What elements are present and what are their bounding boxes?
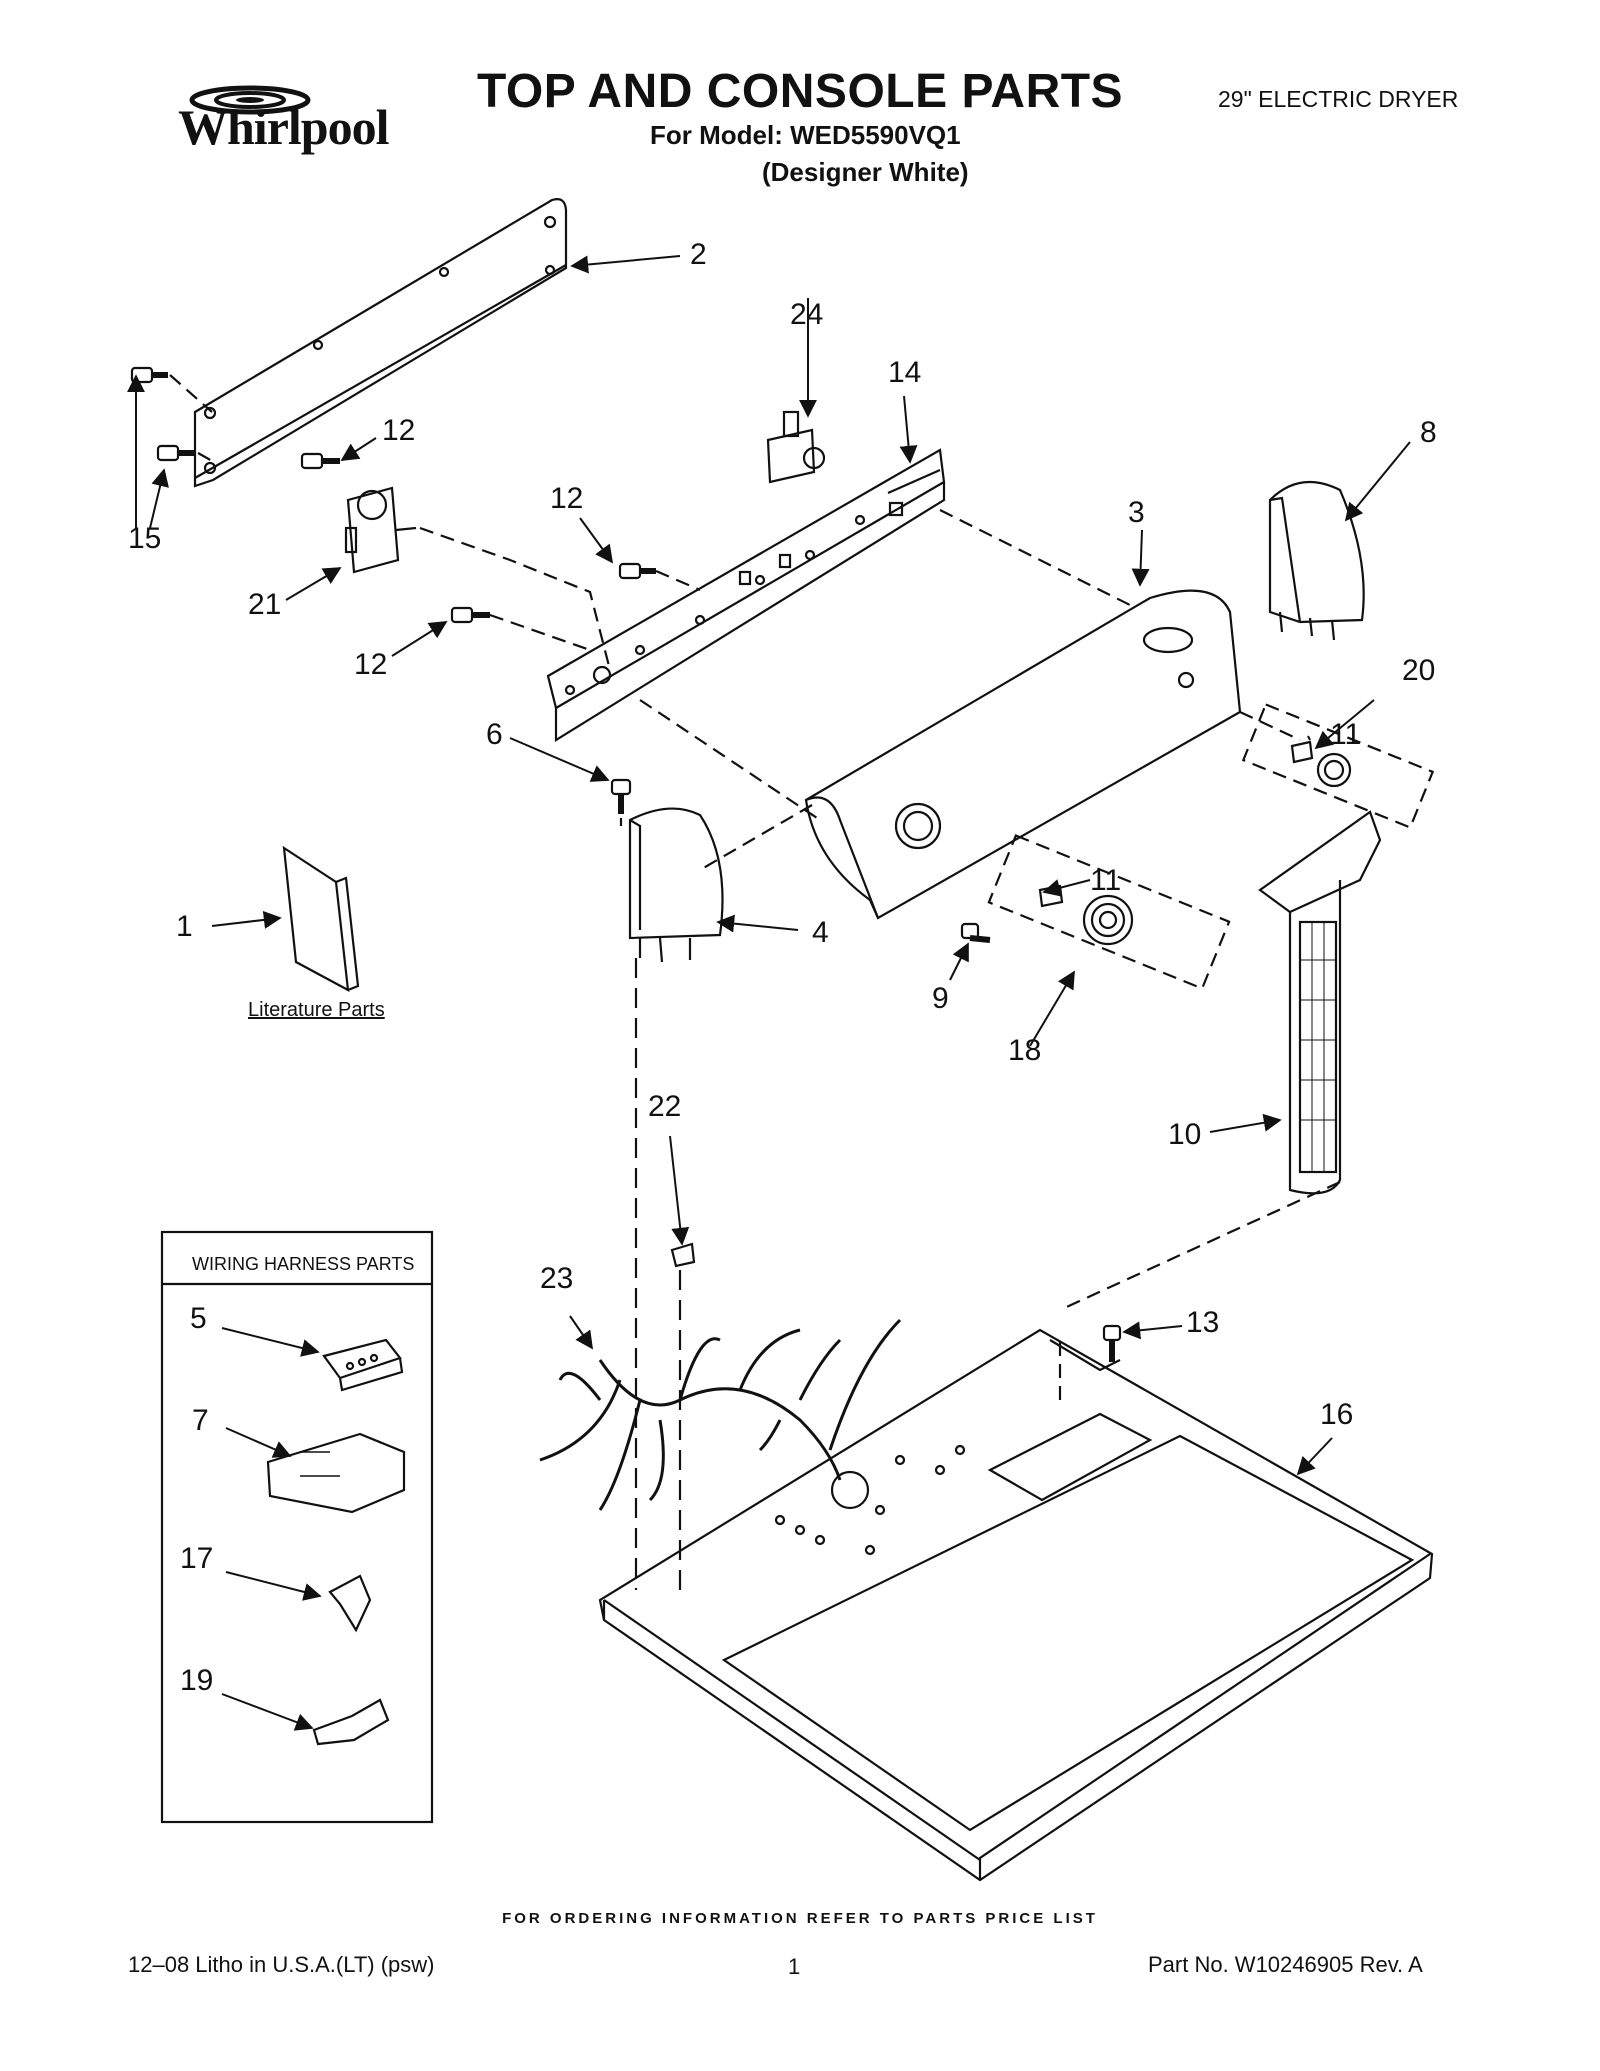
part-6-screw bbox=[610, 778, 632, 814]
part-4-endcap bbox=[628, 807, 724, 963]
wiring-harness-box bbox=[160, 1230, 434, 1824]
callout-20: 20 bbox=[1402, 654, 1436, 687]
callout-18: 18 bbox=[1008, 1034, 1042, 1067]
color-line: (Designer White) bbox=[762, 157, 969, 187]
part-3-console bbox=[804, 589, 1242, 920]
callout-3: 3 bbox=[1128, 496, 1145, 529]
part-16-top bbox=[598, 1328, 1434, 1882]
page-number: 1 bbox=[788, 1954, 801, 1979]
part-17-clip bbox=[328, 1574, 372, 1633]
callout-16: 16 bbox=[1320, 1398, 1354, 1431]
callout-15: 15 bbox=[128, 522, 162, 555]
part-15-screws bbox=[130, 366, 196, 462]
callout-24: 24 bbox=[790, 298, 824, 331]
callout-2: 2 bbox=[690, 238, 707, 271]
litho-info: 12–08 Litho in U.S.A.(LT) (psw) bbox=[128, 1952, 435, 1977]
part-22-clip bbox=[670, 1242, 696, 1268]
part-10-lint-screen bbox=[1258, 810, 1382, 1195]
callout-12c: 12 bbox=[354, 648, 388, 681]
swirl-icon bbox=[189, 85, 311, 115]
callout-8: 8 bbox=[1420, 416, 1437, 449]
product-type: 29" ELECTRIC DRYER bbox=[1218, 86, 1459, 112]
part-7-connector bbox=[266, 1432, 406, 1514]
callout-19: 19 bbox=[180, 1664, 214, 1697]
callout-11a: 11 bbox=[1330, 718, 1362, 751]
part-13-screw bbox=[1102, 1324, 1122, 1362]
callout-9: 9 bbox=[932, 982, 949, 1015]
part-19-terminal bbox=[312, 1698, 390, 1746]
part-20-knob bbox=[1290, 740, 1352, 788]
callout-7: 7 bbox=[192, 1404, 209, 1437]
part-14-console-panel bbox=[546, 448, 946, 742]
callout-6: 6 bbox=[486, 718, 503, 751]
part-12-screws bbox=[300, 452, 656, 624]
part-24-component bbox=[766, 410, 826, 484]
part-number: Part No. W10246905 Rev. A bbox=[1148, 1952, 1423, 1977]
callout-13: 13 bbox=[1186, 1306, 1220, 1339]
callout-10: 10 bbox=[1168, 1118, 1202, 1151]
callout-12a: 12 bbox=[382, 414, 416, 447]
part-2-rear-bracket bbox=[193, 198, 568, 488]
part-21-switch bbox=[344, 486, 417, 574]
callout-14: 14 bbox=[888, 356, 922, 389]
callout-17: 17 bbox=[180, 1542, 214, 1575]
model-line: For Model: WED5590VQ1 bbox=[650, 120, 961, 150]
callout-1: 1 bbox=[176, 910, 193, 943]
callout-5: 5 bbox=[190, 1302, 207, 1335]
part-8-endcap bbox=[1268, 480, 1365, 641]
brand-name: Whirlpool bbox=[178, 99, 389, 155]
callout-12b: 12 bbox=[550, 482, 584, 515]
literature-parts-label: Literature Parts bbox=[248, 999, 385, 1021]
part-9-screw bbox=[960, 922, 991, 943]
callout-23: 23 bbox=[540, 1262, 574, 1295]
whirlpool-logo bbox=[160, 70, 410, 170]
ordering-note: FOR ORDERING INFORMATION REFER TO PARTS … bbox=[502, 1910, 1098, 1927]
wiring-harness-title: WIRING HARNESS PARTS bbox=[192, 1254, 415, 1274]
callout-22: 22 bbox=[648, 1090, 682, 1123]
part-1-literature bbox=[282, 845, 360, 992]
callout-21: 21 bbox=[248, 588, 282, 621]
callout-4: 4 bbox=[812, 916, 829, 949]
page-title: TOP AND CONSOLE PARTS bbox=[476, 65, 1124, 118]
callout-11b: 11 bbox=[1090, 864, 1122, 897]
part-23-wiring-harness bbox=[539, 1318, 902, 1511]
part-5-connector bbox=[322, 1338, 404, 1392]
